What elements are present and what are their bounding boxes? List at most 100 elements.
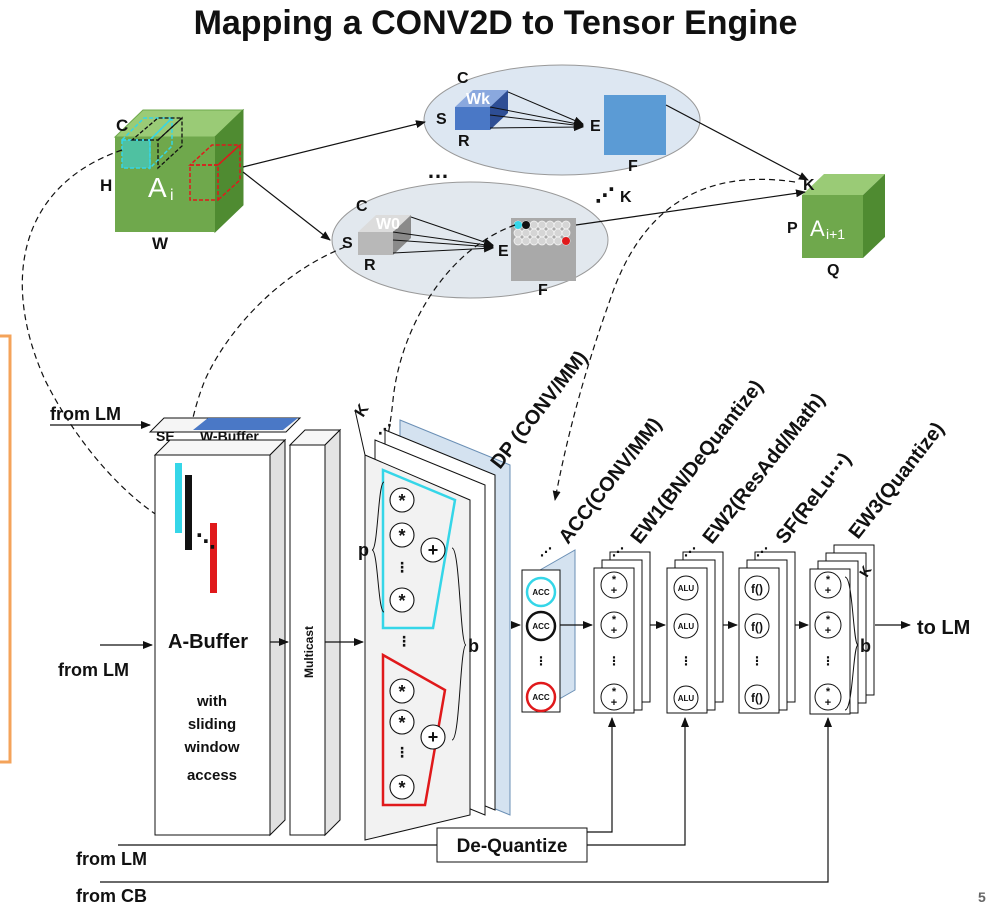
ew3-b-label: b (860, 636, 871, 656)
buffers: SE W-Buffer ⋱ A-Buffer with sliding wind… (148, 417, 342, 837)
dp-label: DP (CONV/MM) (487, 347, 592, 473)
svg-text:⋰: ⋰ (612, 545, 624, 559)
output-tensor-sub: i+1 (826, 226, 845, 242)
filter-0-r: R (364, 257, 376, 274)
filter-0-s: S (342, 235, 353, 252)
filter-k-name: Wk (466, 91, 490, 108)
dp-add-2: + (428, 727, 439, 747)
filter-0-f: F (538, 282, 548, 299)
input-tensor-sub: i (170, 187, 174, 204)
svg-text:*: * (826, 574, 831, 586)
svg-text:⋮: ⋮ (680, 654, 692, 668)
sf-stage: f() f() f() ⋮ ⋰ (738, 545, 796, 714)
filter-k-group: Wk C S R E F (423, 64, 701, 176)
filter-0-c: C (356, 198, 368, 215)
dp-mul-5: * (398, 713, 405, 733)
dp-array: * * * + * * * + ⋮ ⋮ ⋮ p b K ⋰ (352, 401, 511, 841)
ew3-stage: *+ *+ *+ ⋮ b K (809, 544, 875, 715)
from-cb: from CB (76, 886, 147, 906)
alu-cell-2: ALU (678, 622, 695, 631)
svg-text:⋰: ⋰ (756, 545, 768, 559)
page-number: 5 (978, 889, 986, 905)
a-buffer (154, 454, 271, 836)
output-k-label: K (803, 177, 815, 194)
ew1-label: EW1(BN/DeQuantize) (627, 376, 768, 548)
ew2-stage: ALU ALU ALU ⋮ ⋰ (666, 545, 724, 714)
acc-cell-1: ACC (532, 588, 550, 597)
filter-0-group: W0 C S R E F (331, 181, 609, 299)
multicast-label: Multicast (302, 626, 316, 678)
to-lm-label: to LM (917, 617, 970, 639)
svg-text:⋰: ⋰ (540, 545, 552, 559)
a-buffer-desc-1: with (196, 693, 227, 710)
svg-text:⋮: ⋮ (535, 654, 547, 668)
svg-text:*: * (826, 614, 831, 626)
multicast-block (289, 444, 326, 836)
output-tensor-name: A (810, 216, 825, 241)
dp-vdots-2: ⋮ (397, 633, 411, 649)
svg-text:+: + (611, 585, 617, 597)
from-lm-mid: from LM (58, 660, 129, 680)
filter-0-e: E (498, 243, 509, 260)
f-cell-1: f() (751, 582, 763, 596)
buffer-inputs (50, 421, 364, 649)
output-tensor: A i+1 K P Q (787, 174, 885, 279)
svg-text:+: + (825, 697, 831, 709)
input-w-label: W (152, 234, 169, 253)
dp-vdots-1: ⋮ (395, 559, 409, 575)
ew3-label: EW3(Quantize) (845, 418, 949, 543)
svg-text:*: * (612, 686, 617, 698)
svg-text:+: + (825, 585, 831, 597)
dp-mul-6: * (398, 778, 405, 798)
acc-cell-2: ACC (532, 622, 550, 631)
dequantize-box (436, 827, 588, 863)
f-cell-3: f() (751, 691, 763, 705)
f-cell-2: f() (751, 620, 763, 634)
k-dots: ⋰ (595, 185, 615, 207)
filter-k-c: C (457, 70, 469, 87)
svg-text:⋱: ⋱ (196, 531, 216, 553)
output-p-label: P (787, 220, 798, 237)
sf-label: SF(ReLu⋯) (772, 449, 856, 548)
input-c-label: C (116, 116, 128, 135)
page-title: Mapping a CONV2D to Tensor Engine (193, 4, 798, 42)
filter-k-f: F (628, 158, 638, 175)
dp-b-label: b (468, 636, 479, 656)
svg-text:⋮: ⋮ (608, 654, 620, 668)
acc-cell-3: ACC (532, 693, 550, 702)
svg-text:*: * (612, 614, 617, 626)
mapping-curves (21, 149, 796, 521)
orange-bracket (0, 334, 12, 764)
from-lm-bottom: from LM (76, 849, 147, 869)
filter-k-s: S (436, 111, 447, 128)
input-tensor-name: A (148, 172, 167, 203)
filter-k-r: R (458, 133, 470, 150)
alu-cell-3: ALU (678, 694, 695, 703)
dp-vdots-3: ⋮ (395, 744, 409, 760)
dp-k-label: K (352, 401, 373, 420)
k-dots-label: K (620, 189, 632, 206)
a-buffer-title: A-Buffer (168, 631, 248, 653)
from-lm-top: from LM (50, 404, 121, 424)
filter-k-e: E (590, 118, 601, 135)
tensor-connections (242, 104, 809, 241)
svg-text:*: * (826, 686, 831, 698)
dp-mul-1: * (398, 491, 405, 511)
svg-text:+: + (825, 625, 831, 637)
filter-0-name: W0 (376, 216, 400, 233)
output-q-label: Q (827, 262, 839, 279)
ew1-stage: *+ *+ *+ ⋮ ⋰ (593, 545, 651, 714)
svg-text:+: + (611, 697, 617, 709)
ew2-label: EW2(ResAdd/Math) (699, 389, 830, 548)
svg-text:⋰: ⋰ (378, 421, 392, 437)
a-buffer-desc-3: window (184, 739, 240, 756)
a-buffer-desc-4: access (187, 767, 237, 784)
dp-p-label: p (358, 540, 369, 560)
svg-text:⋮: ⋮ (822, 654, 834, 668)
dp-mul-2: * (398, 526, 405, 546)
dp-mul-4: * (398, 682, 405, 702)
svg-text:⋰: ⋰ (684, 545, 696, 559)
dequantize-label: De-Quantize (457, 836, 568, 857)
svg-text:⋮: ⋮ (751, 654, 763, 668)
